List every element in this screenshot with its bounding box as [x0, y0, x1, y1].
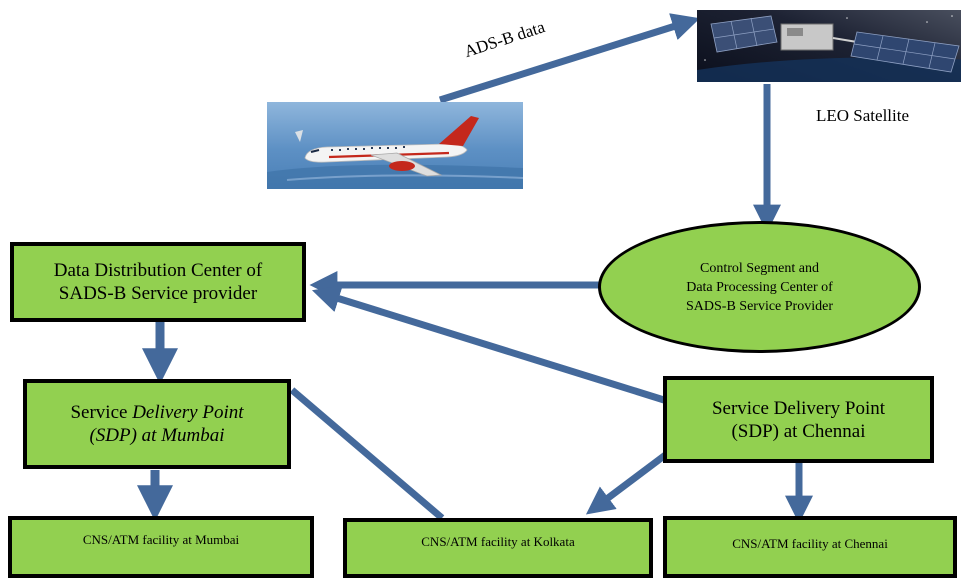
sdp-chennai-box: Service Delivery Point (SDP) at Chennai — [663, 376, 934, 463]
control-segment-line3: SADS-B Service Provider — [686, 298, 833, 314]
arrow-chennai-to-kolkata — [585, 447, 675, 515]
control-segment-line2: Data Processing Center of — [686, 279, 833, 295]
leo-satellite-label: LEO Satellite — [816, 106, 910, 125]
sdp-mumbai-line1-a: Service — [70, 402, 133, 423]
data-distribution-line2: SADS-B Service provider — [58, 283, 258, 304]
sdp-chennai-line1: Service Delivery Point — [711, 397, 886, 419]
sdp-mumbai-line1-b: Delivery Point — [132, 402, 244, 423]
cns-chennai-box: CNS/ATM facility at Chennai — [663, 516, 957, 578]
cns-kolkata-text: CNS/ATM facility at Kolkata — [421, 534, 575, 549]
line-mumbai-to-kolkata — [289, 387, 445, 521]
arrow-chennai-to-distribution — [311, 285, 666, 404]
aircraft-icon — [267, 116, 523, 189]
satellite-icon — [697, 15, 961, 82]
cns-mumbai-text: CNS/ATM facility at Mumbai — [82, 532, 240, 547]
control-segment-line1: Control Segment and — [700, 260, 819, 276]
data-distribution-center-box: Data Distribution Center of SADS-B Servi… — [10, 242, 306, 322]
sdp-mumbai-line2: (SDP) at Mumbai — [89, 425, 225, 446]
satellite-photo — [697, 10, 961, 82]
sdp-mumbai-box: Service Delivery Point (SDP) at Mumbai — [23, 379, 291, 469]
sdp-chennai-line2: (SDP) at Chennai — [731, 420, 866, 442]
aircraft-photo — [267, 102, 523, 189]
cns-kolkata-box: CNS/ATM facility at Kolkata — [343, 518, 653, 578]
sdp-mumbai-line1: Service Delivery Point — [70, 401, 243, 424]
arrow-aircraft-to-satellite — [438, 13, 701, 104]
cns-chennai-text: CNS/ATM facility at Chennai — [732, 536, 888, 551]
data-distribution-line1: Data Distribution Center of — [53, 260, 263, 281]
cns-mumbai-box: CNS/ATM facility at Mumbai — [8, 516, 314, 578]
control-segment-ellipse: Control Segment and Data Processing Cent… — [598, 221, 921, 353]
